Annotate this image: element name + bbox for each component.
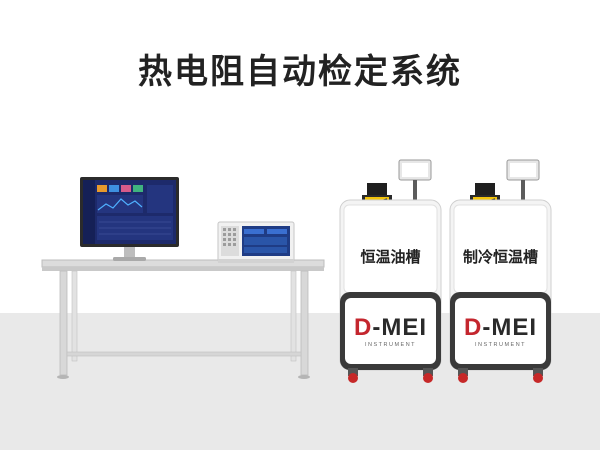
oil-bath-unit	[339, 159, 442, 383]
oil-bath-label: 恒温油槽	[360, 248, 421, 266]
brand-logo-prefix: D	[353, 314, 373, 341]
computer-monitor	[80, 177, 179, 261]
refrigerated-bath-label: 制冷恒温槽	[462, 248, 538, 266]
page-title: 热电阻自动检定系统	[138, 52, 462, 92]
oil-bath-brand-logo: D-MEI	[345, 314, 436, 342]
refrigerated-bath-unit	[449, 159, 552, 383]
desk	[41, 259, 325, 379]
brand-logo-prefix: D	[463, 314, 483, 341]
brand-logo-suffix: -MEI	[482, 314, 537, 341]
refrigerated-bath-brand-logo: D-MEI	[455, 314, 546, 342]
controller-instrument	[217, 221, 295, 263]
brand-logo-suffix: -MEI	[372, 314, 427, 341]
refrigerated-bath-brand-subtitle: INSTRUMENT	[474, 342, 527, 348]
oil-bath-brand-subtitle: INSTRUMENT	[364, 342, 417, 348]
